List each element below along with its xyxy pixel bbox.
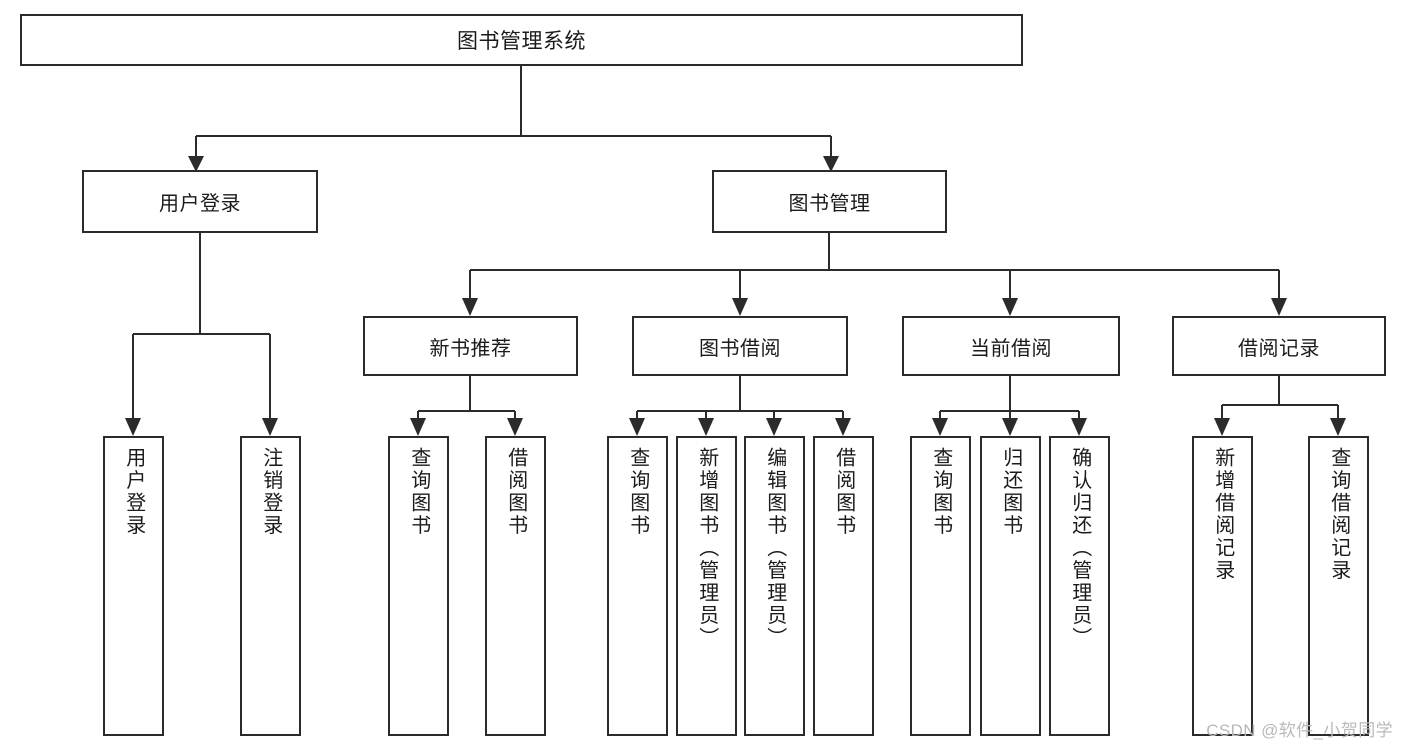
node-book-borrow-label: 图书借阅 — [699, 337, 781, 360]
node-leaf-query-book-2[interactable]: 查询图书 — [607, 436, 668, 736]
node-leaf-add-book-label: 新增图书（管理员） — [695, 447, 718, 650]
node-book-borrow[interactable]: 图书借阅 — [632, 316, 848, 376]
node-leaf-add-book[interactable]: 新增图书（管理员） — [676, 436, 737, 736]
node-leaf-borrow-book-2[interactable]: 借阅图书 — [813, 436, 874, 736]
node-leaf-edit-book[interactable]: 编辑图书（管理员） — [744, 436, 805, 736]
node-leaf-query-record[interactable]: 查询借阅记录 — [1308, 436, 1369, 736]
connector-new-book-to-leaves — [410, 376, 523, 436]
node-leaf-logout-login[interactable]: 注销登录 — [240, 436, 301, 736]
node-leaf-logout-login-label: 注销登录 — [259, 447, 282, 537]
node-borrow-record-label: 借阅记录 — [1238, 337, 1320, 360]
node-leaf-query-book-1[interactable]: 查询图书 — [388, 436, 449, 736]
connector-root-to-level2 — [188, 66, 839, 172]
node-root-label: 图书管理系统 — [457, 30, 586, 53]
node-leaf-confirm-return-label: 确认归还（管理员） — [1068, 447, 1091, 650]
node-root-system[interactable]: 图书管理系统 — [20, 14, 1023, 66]
node-leaf-add-record[interactable]: 新增借阅记录 — [1192, 436, 1253, 736]
node-leaf-user-login[interactable]: 用户登录 — [103, 436, 164, 736]
node-leaf-query-book-3[interactable]: 查询图书 — [910, 436, 971, 736]
watermark-text: CSDN @软件_小贺同学 — [1206, 721, 1393, 740]
node-leaf-query-book-1-label: 查询图书 — [407, 447, 430, 537]
node-new-book-recommend-label: 新书推荐 — [429, 337, 512, 360]
connector-borrow-record-to-leaves — [1214, 376, 1346, 436]
node-user-login-label: 用户登录 — [159, 193, 241, 215]
node-current-borrow[interactable]: 当前借阅 — [902, 316, 1120, 376]
node-leaf-edit-book-label: 编辑图书（管理员） — [763, 447, 786, 650]
node-new-book-recommend[interactable]: 新书推荐 — [363, 316, 578, 376]
connector-book-manage-to-level3 — [462, 233, 1287, 316]
node-book-manage-label: 图书管理 — [788, 193, 871, 215]
connector-current-borrow-to-leaves — [932, 376, 1087, 436]
node-leaf-return-book-label: 归还图书 — [999, 447, 1022, 537]
node-leaf-query-book-3-label: 查询图书 — [929, 447, 952, 537]
node-book-manage[interactable]: 图书管理 — [712, 170, 947, 233]
node-user-login[interactable]: 用户登录 — [82, 170, 318, 233]
node-leaf-borrow-book-1[interactable]: 借阅图书 — [485, 436, 546, 736]
connector-user-login-to-leaves — [125, 233, 278, 436]
node-current-borrow-label: 当前借阅 — [970, 337, 1052, 360]
node-leaf-borrow-book-1-label: 借阅图书 — [504, 447, 527, 537]
node-leaf-query-record-label: 查询借阅记录 — [1327, 447, 1350, 582]
node-leaf-user-login-label: 用户登录 — [122, 447, 145, 537]
node-leaf-return-book[interactable]: 归还图书 — [980, 436, 1041, 736]
connector-book-borrow-to-leaves — [629, 376, 851, 436]
node-leaf-borrow-book-2-label: 借阅图书 — [832, 447, 855, 537]
node-leaf-add-record-label: 新增借阅记录 — [1211, 447, 1234, 582]
node-borrow-record[interactable]: 借阅记录 — [1172, 316, 1386, 376]
node-leaf-query-book-2-label: 查询图书 — [626, 447, 649, 537]
node-leaf-confirm-return[interactable]: 确认归还（管理员） — [1049, 436, 1110, 736]
